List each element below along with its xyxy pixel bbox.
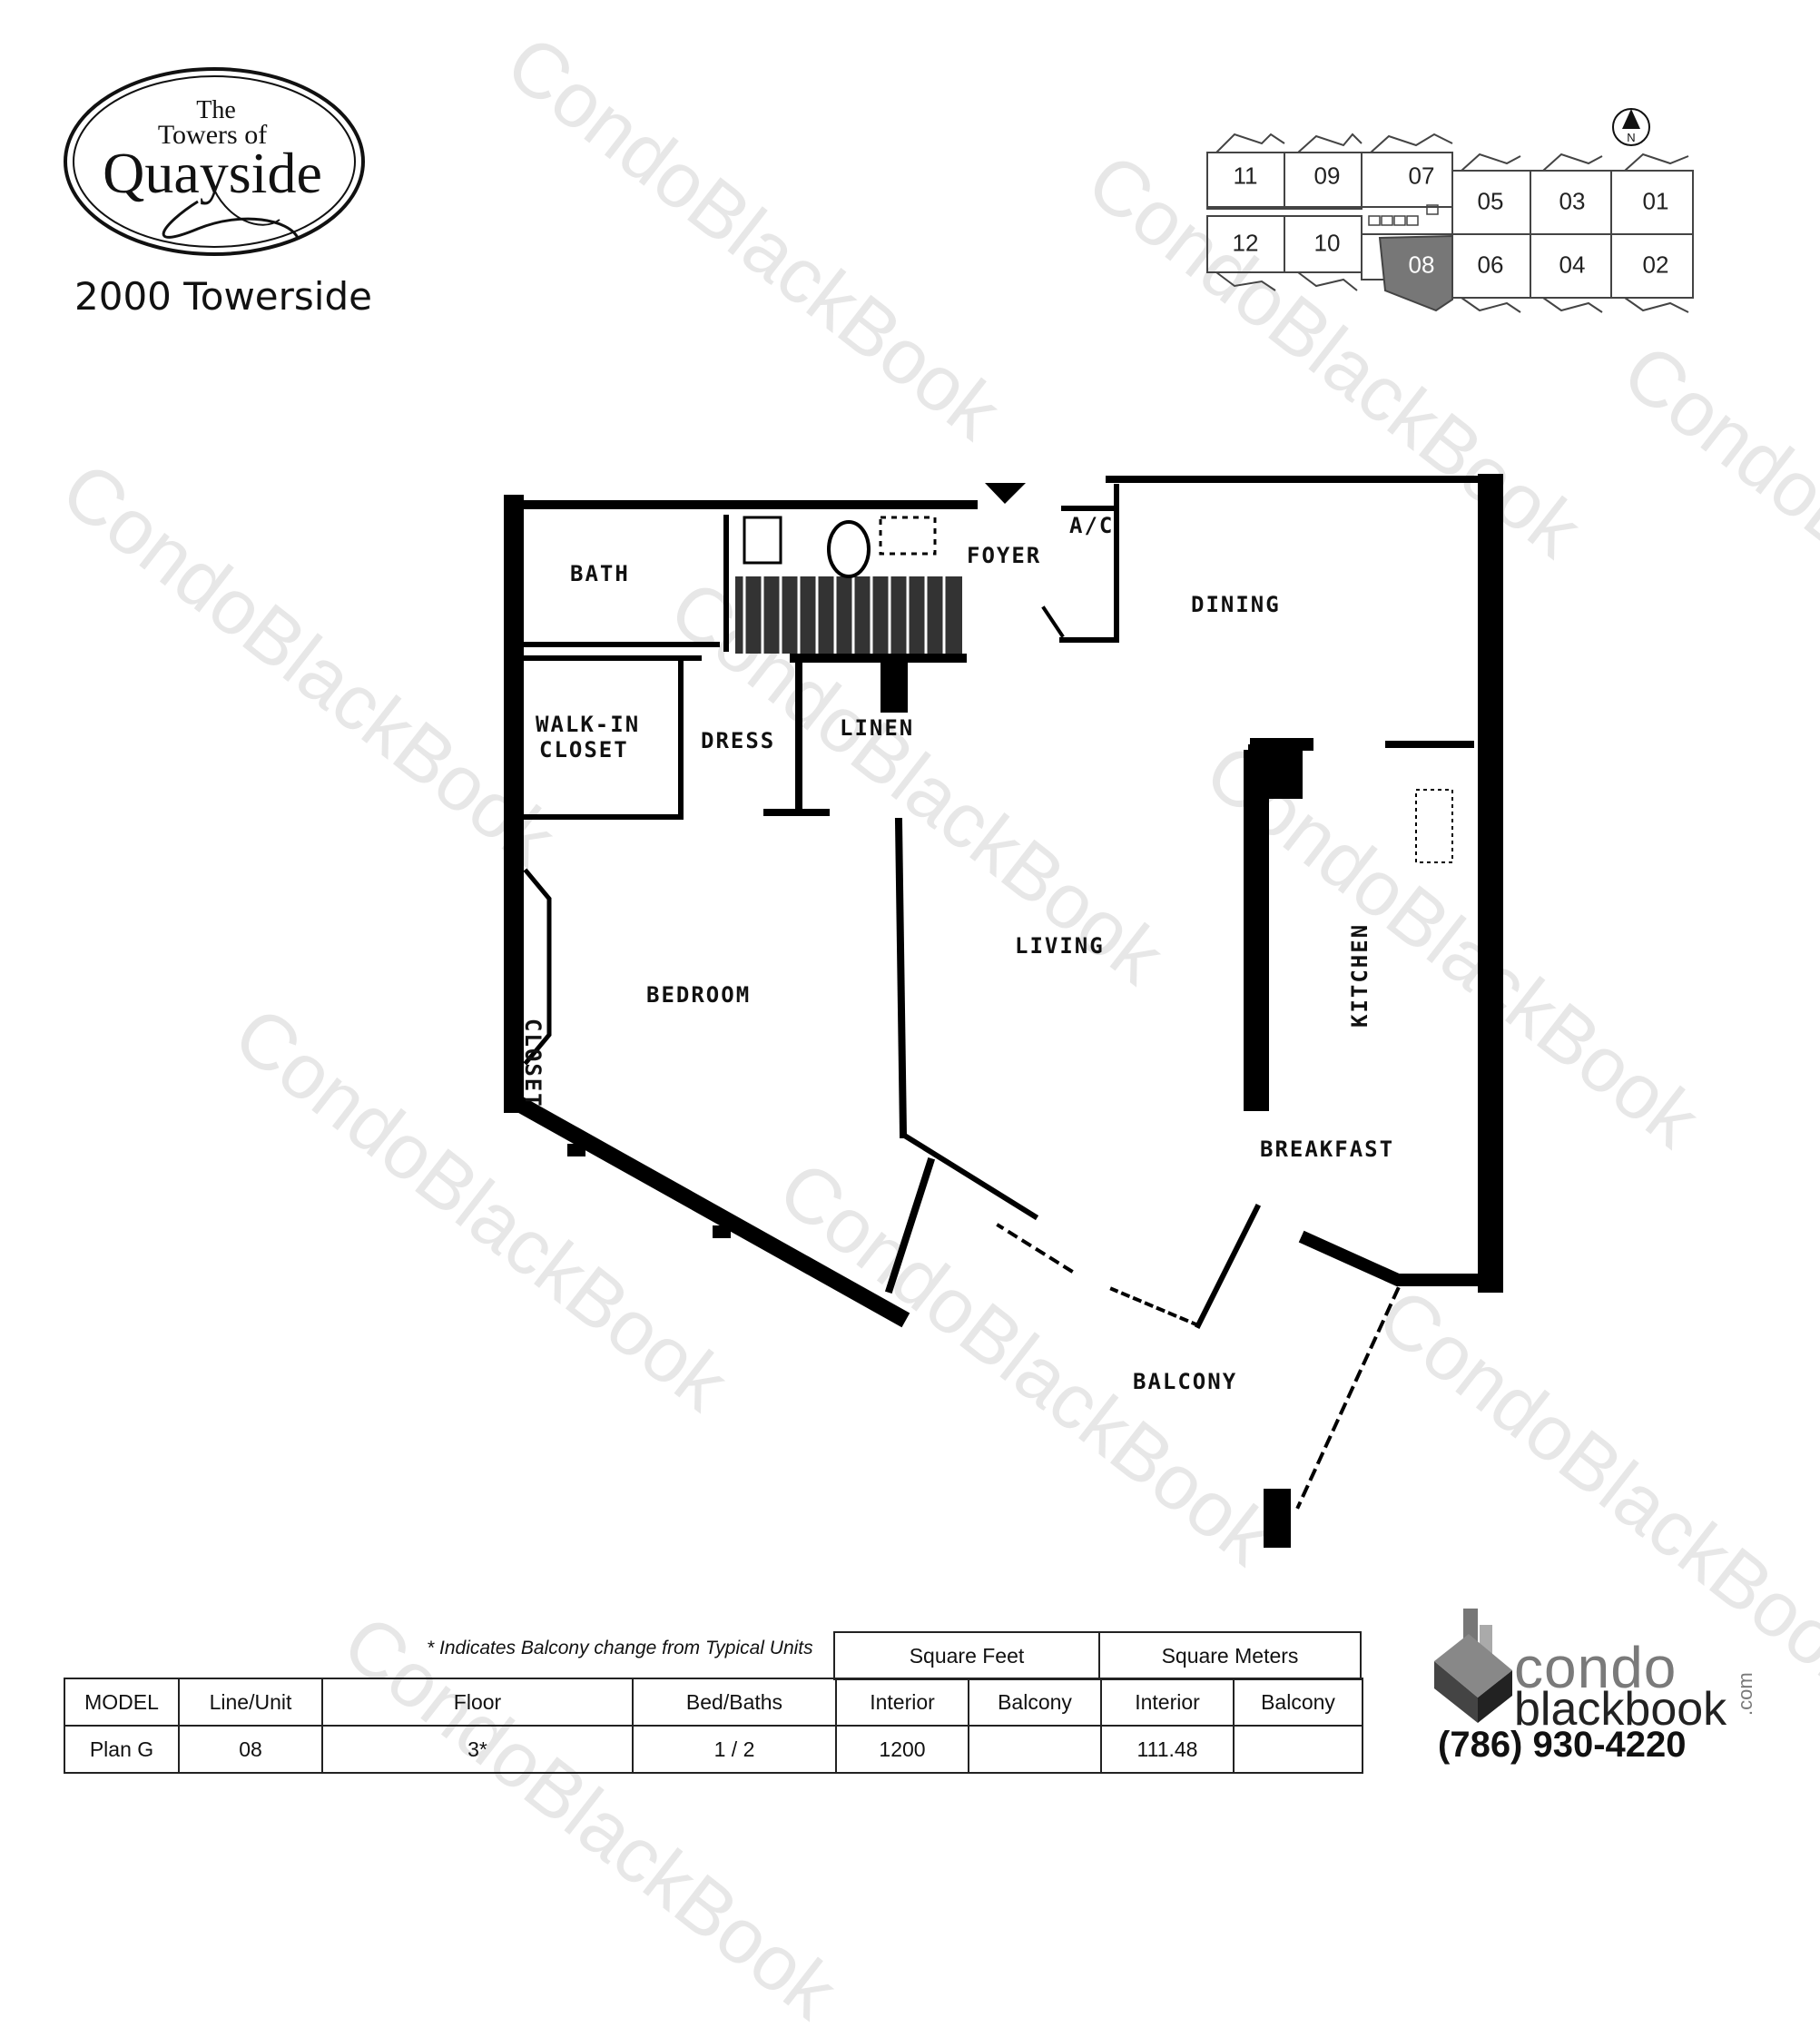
header-bed-baths: Bed/Baths [632, 1678, 837, 1727]
room-living: LIVING [1015, 933, 1105, 959]
table-row: Plan G 08 3* 1 / 2 1200 111.48 [64, 1725, 1363, 1774]
room-closet: CLOSET [520, 1018, 546, 1108]
north-arrow-icon: N [1612, 108, 1650, 146]
key-unit-10: 10 [1313, 229, 1341, 257]
key-unit-06: 06 [1477, 251, 1504, 279]
room-kitchen: KITCHEN [1347, 922, 1372, 1028]
spec-table: MODEL Line/Unit Floor Bed/Baths Interior… [64, 1678, 1363, 1774]
cell-sqft-interior: 1200 [835, 1725, 969, 1774]
key-unit-01: 01 [1642, 187, 1669, 215]
cell-sqm-balcony [1233, 1725, 1363, 1774]
header-sqm-balcony: Balcony [1233, 1678, 1363, 1727]
brand-tld: .com [1734, 1672, 1756, 1716]
key-unit-12: 12 [1232, 229, 1259, 257]
brand-word-blackbook: blackbook [1514, 1683, 1727, 1736]
header-floor: Floor [321, 1678, 634, 1727]
key-unit-02: 02 [1642, 251, 1669, 279]
room-foyer: FOYER [967, 543, 1042, 568]
key-unit-03: 03 [1559, 187, 1586, 215]
key-unit-09: 09 [1313, 162, 1341, 190]
room-bath: BATH [570, 561, 630, 586]
key-unit-08-selected: 08 [1408, 251, 1435, 279]
cell-sqft-balcony [968, 1725, 1102, 1774]
key-unit-05: 05 [1477, 187, 1504, 215]
key-unit-04: 04 [1559, 251, 1586, 279]
north-label: N [1627, 131, 1635, 144]
brand-phone: (786) 930-4220 [1438, 1725, 1687, 1765]
cell-sqm-interior: 111.48 [1100, 1725, 1235, 1774]
cell-floor: 3* [321, 1725, 634, 1774]
room-walk-in-closet-line1: WALK-IN [536, 712, 641, 737]
logo-line3: Quayside [103, 141, 322, 205]
cell-bed-baths: 1 / 2 [632, 1725, 837, 1774]
group-square-feet: Square Feet [833, 1631, 1100, 1680]
room-dress: DRESS [701, 728, 776, 753]
room-walk-in-closet-line2: CLOSET [539, 737, 629, 763]
header-sqft-balcony: Balcony [968, 1678, 1102, 1727]
cell-line-unit: 08 [178, 1725, 323, 1774]
room-linen: LINEN [840, 715, 915, 741]
quayside-logo: The Towers of Quayside [64, 67, 365, 256]
key-unit-11: 11 [1233, 162, 1258, 190]
watermark: CondoBlackBook [490, 18, 1017, 457]
header-sqft-interior: Interior [835, 1678, 969, 1727]
watermark: CondoBlackBook [1607, 327, 1820, 765]
header-model: MODEL [64, 1678, 180, 1727]
balcony-note: * Indicates Balcony change from Typical … [427, 1638, 813, 1658]
group-square-meters: Square Meters [1098, 1631, 1362, 1680]
logo-line2: Towers of [158, 120, 267, 150]
logo-line1: The [196, 96, 236, 124]
room-bedroom: BEDROOM [646, 982, 752, 1008]
header-sqm-interior: Interior [1100, 1678, 1235, 1727]
key-plan [1206, 133, 1694, 313]
room-breakfast: BREAKFAST [1260, 1137, 1395, 1162]
key-unit-07: 07 [1408, 162, 1435, 190]
spec-group-header: Square Feet Square Meters [833, 1631, 1362, 1680]
cell-model: Plan G [64, 1725, 180, 1774]
room-ac: A/C [1069, 513, 1115, 538]
floor-plan [504, 474, 1503, 1548]
room-balcony: BALCONY [1133, 1369, 1238, 1394]
room-dining: DINING [1191, 592, 1281, 617]
table-header-row: MODEL Line/Unit Floor Bed/Baths Interior… [64, 1678, 1363, 1727]
header-line-unit: Line/Unit [178, 1678, 323, 1727]
watermark: CondoBlackBook [327, 1598, 853, 2036]
building-name: 2000 Towerside [74, 274, 372, 319]
brand-word-condo: condo [1514, 1635, 1677, 1700]
condoblackbook-logo-icon [1434, 1609, 1512, 1723]
